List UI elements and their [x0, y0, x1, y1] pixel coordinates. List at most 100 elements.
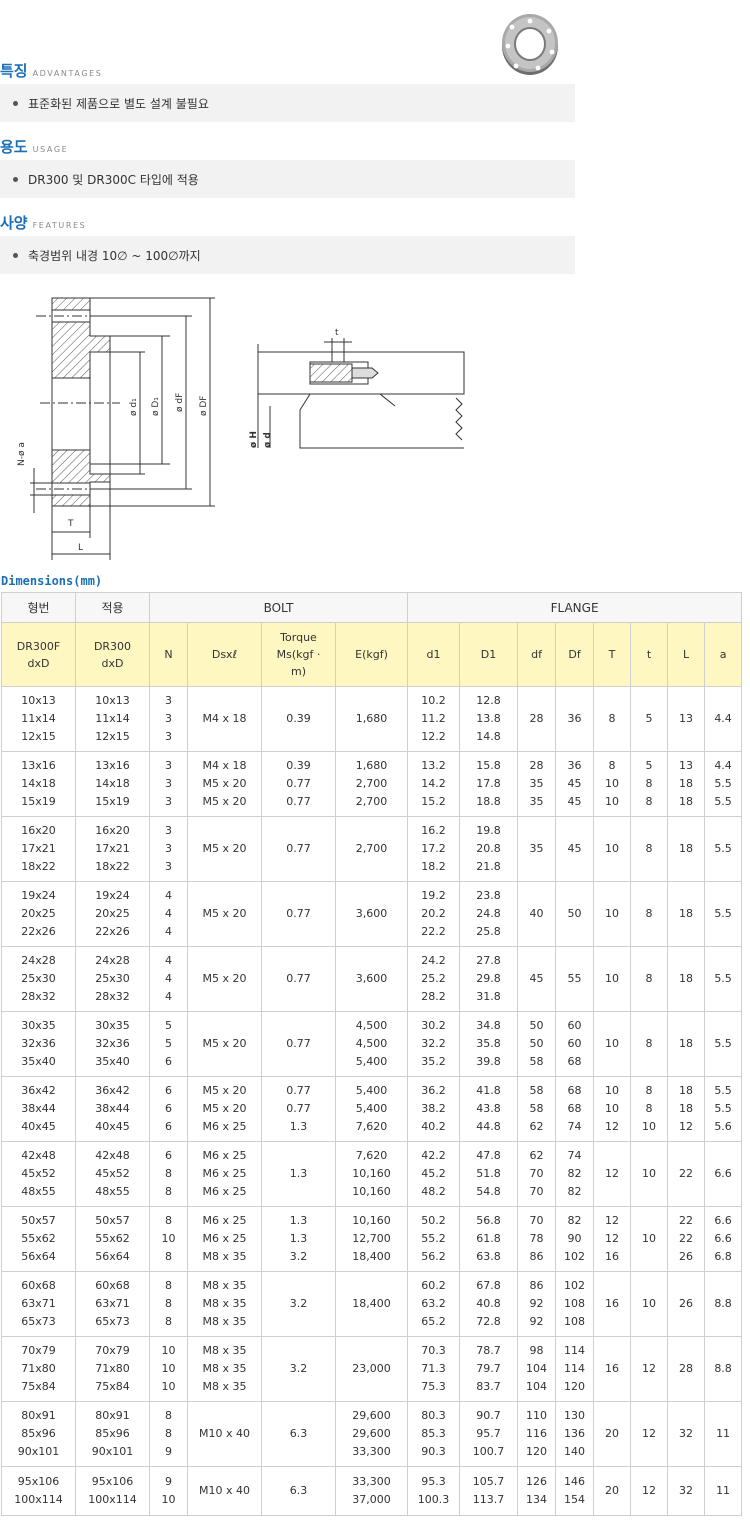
cell-T: 12 12 16	[593, 1206, 632, 1272]
cell-Df: 146 154	[555, 1466, 595, 1516]
label-L: L	[78, 543, 83, 553]
cell-L: 13	[667, 686, 706, 752]
cell-torque: 6.3	[261, 1401, 336, 1467]
cell-df: 50 50 58	[517, 1011, 557, 1077]
cell-D1: 34.8 35.8 39.8	[459, 1011, 519, 1077]
cell-N: 3 3 3	[149, 751, 188, 817]
section-subtitle: USAGE	[32, 145, 69, 154]
cell-t: 5 8 8	[630, 751, 669, 817]
cell-N: 3 3 3	[149, 686, 188, 752]
subheader-apply: DR300 dxD	[75, 622, 150, 687]
cell-d1: 36.2 38.2 40.2	[407, 1076, 461, 1142]
cell-L: 18 18 12	[667, 1076, 706, 1142]
cell-apply: 24x28 25x30 28x32	[75, 946, 150, 1012]
cell-df: 98 104 104	[517, 1336, 557, 1402]
cell-torque: 0.77	[261, 816, 336, 882]
bullet-icon	[13, 100, 18, 106]
table-group-header-row: 형번 적용 BOLT FLANGE	[1, 592, 743, 623]
cell-L: 26	[667, 1271, 706, 1337]
cell-T: 10 10 12	[593, 1076, 632, 1142]
cell-ds: M8 x 35 M8 x 35 M8 x 35	[187, 1271, 262, 1337]
cell-torque: 0.77	[261, 946, 336, 1012]
cell-ds: M5 x 20	[187, 946, 262, 1012]
cell-E: 33,300 37,000	[334, 1466, 409, 1516]
cell-E: 2,700	[334, 816, 409, 882]
header-apply: 적용	[75, 592, 150, 623]
cell-model: 42x48 45x52 48x55	[1, 1141, 76, 1207]
cell-D1: 12.8 13.8 14.8	[459, 686, 519, 752]
cell-E: 1,680	[334, 686, 409, 752]
label-T: T	[67, 519, 74, 529]
cell-t: 12	[630, 1401, 669, 1467]
cell-E: 4,500 4,500 5,400	[334, 1011, 409, 1077]
cell-model: 95x106 100x114	[1, 1466, 76, 1516]
cell-df: 35	[517, 816, 557, 882]
cell-T: 20	[593, 1466, 632, 1516]
cell-ds: M10 x 40	[187, 1466, 262, 1516]
cell-df: 28 35 35	[517, 751, 557, 817]
cell-N: 3 3 3	[149, 816, 188, 882]
cell-t: 8	[630, 881, 669, 947]
cell-d1: 95.3 100.3	[407, 1466, 461, 1516]
cell-T: 10	[593, 946, 632, 1012]
cell-t: 8	[630, 816, 669, 882]
cell-T: 10	[593, 1011, 632, 1077]
section-text: DR300 및 DR300C 타입에 적용	[28, 172, 199, 187]
cell-d1: 10.2 11.2 12.2	[407, 686, 461, 752]
cell-torque: 0.77	[261, 1011, 336, 1077]
cell-L: 13 18 18	[667, 751, 706, 817]
cell-d1: 13.2 14.2 15.2	[407, 751, 461, 817]
cell-apply: 10x13 11x14 12x15	[75, 686, 150, 752]
cell-L: 18	[667, 946, 706, 1012]
cell-torque: 0.39	[261, 686, 336, 752]
cell-t: 10	[630, 1271, 669, 1337]
cell-a: 8.8	[704, 1271, 743, 1337]
label-DF: ø DF	[199, 396, 209, 416]
cell-ds: M5 x 20 M5 x 20 M6 x 25	[187, 1076, 262, 1142]
label-D1: ø D₁	[151, 397, 161, 416]
technical-drawing: ø d₁ ø D₁ ø dF ø DF N-ø a T L t ø H ø d	[17, 297, 465, 560]
cell-E: 10,160 12,700 18,400	[334, 1206, 409, 1272]
label-t: t	[335, 328, 339, 338]
cell-a: 5.5 5.5 5.6	[704, 1076, 743, 1142]
cell-torque: 3.2	[261, 1271, 336, 1337]
cell-t: 8	[630, 946, 669, 1012]
cell-L: 32	[667, 1466, 706, 1516]
cell-model: 80x91 85x96 90x101	[1, 1401, 76, 1467]
cell-a: 5.5	[704, 816, 743, 882]
assembly-section-view	[257, 338, 465, 449]
cell-D1: 105.7 113.7	[459, 1466, 519, 1516]
cell-D1: 90.7 95.7 100.7	[459, 1401, 519, 1467]
cell-a: 6.6 6.6 6.8	[704, 1206, 743, 1272]
cell-a: 6.6	[704, 1141, 743, 1207]
cell-N: 10 10 10	[149, 1336, 188, 1402]
cell-E: 3,600	[334, 946, 409, 1012]
subheader-E: E(kgf)	[334, 622, 409, 687]
subheader-N: N	[149, 622, 188, 687]
cell-N: 6 6 6	[149, 1076, 188, 1142]
cell-d1: 50.2 55.2 56.2	[407, 1206, 461, 1272]
label-dF: ø dF	[175, 393, 185, 412]
cell-a: 5.5	[704, 881, 743, 947]
header-model: 형번	[1, 592, 76, 623]
cell-E: 7,620 10,160 10,160	[334, 1141, 409, 1207]
section-title: 용도	[0, 138, 28, 156]
subheader-Df: Df	[555, 622, 595, 687]
cell-t: 10	[630, 1141, 669, 1207]
cell-Df: 36 45 45	[555, 751, 595, 817]
cell-Df: 82 90 102	[555, 1206, 595, 1272]
cell-apply: 13x16 14x18 15x19	[75, 751, 150, 817]
cell-D1: 27.8 29.8 31.8	[459, 946, 519, 1012]
section-title: 특징	[0, 62, 28, 80]
cell-T: 10	[593, 816, 632, 882]
cell-apply: 16x20 17x21 18x22	[75, 816, 150, 882]
cell-apply: 70x79 71x80 75x84	[75, 1336, 150, 1402]
